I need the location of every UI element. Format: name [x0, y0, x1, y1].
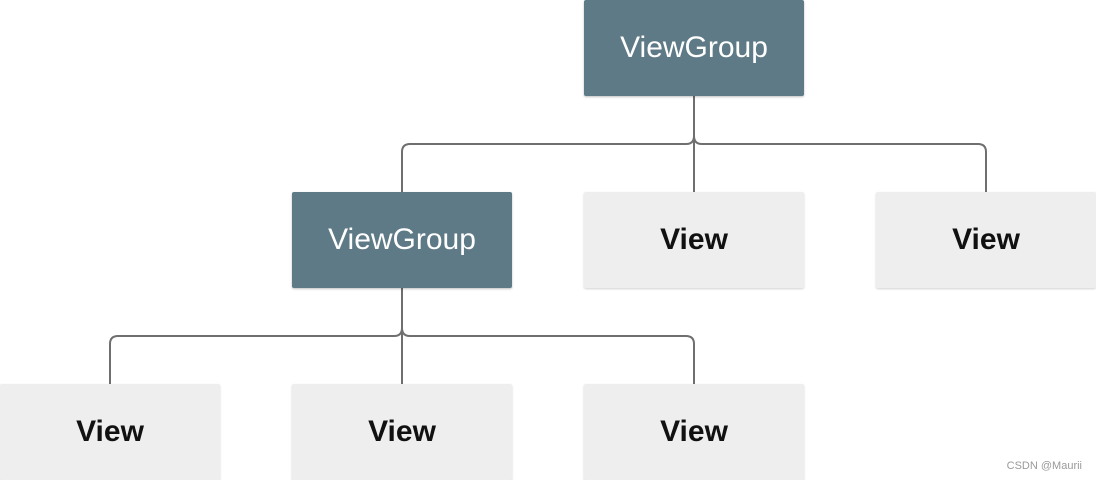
connector-root-to-level1: [401, 96, 695, 192]
level1-view-label-right: View: [952, 223, 1020, 256]
level1-view-node-middle: View: [584, 192, 804, 288]
root-viewgroup-label: ViewGroup: [620, 31, 768, 64]
level1-view-node-right: View: [876, 192, 1096, 288]
level2-view-label-middle: View: [368, 415, 436, 448]
level2-view-label-left: View: [76, 415, 144, 448]
connector-group-to-left-view: [109, 288, 403, 384]
level2-view-node-left: View: [0, 384, 220, 480]
watermark: CSDN @Maurii: [1006, 460, 1082, 472]
level2-view-node-right: View: [584, 384, 804, 480]
level2-view-label-right: View: [660, 415, 728, 448]
child-viewgroup-node: ViewGroup: [292, 192, 512, 288]
level1-view-label-middle: View: [660, 223, 728, 256]
connector-group-to-right-view: [401, 327, 695, 384]
child-viewgroup-label: ViewGroup: [328, 223, 476, 256]
connector-root-to-right-view: [693, 135, 987, 192]
root-viewgroup-node: ViewGroup: [584, 0, 804, 96]
level2-view-node-middle: View: [292, 384, 512, 480]
